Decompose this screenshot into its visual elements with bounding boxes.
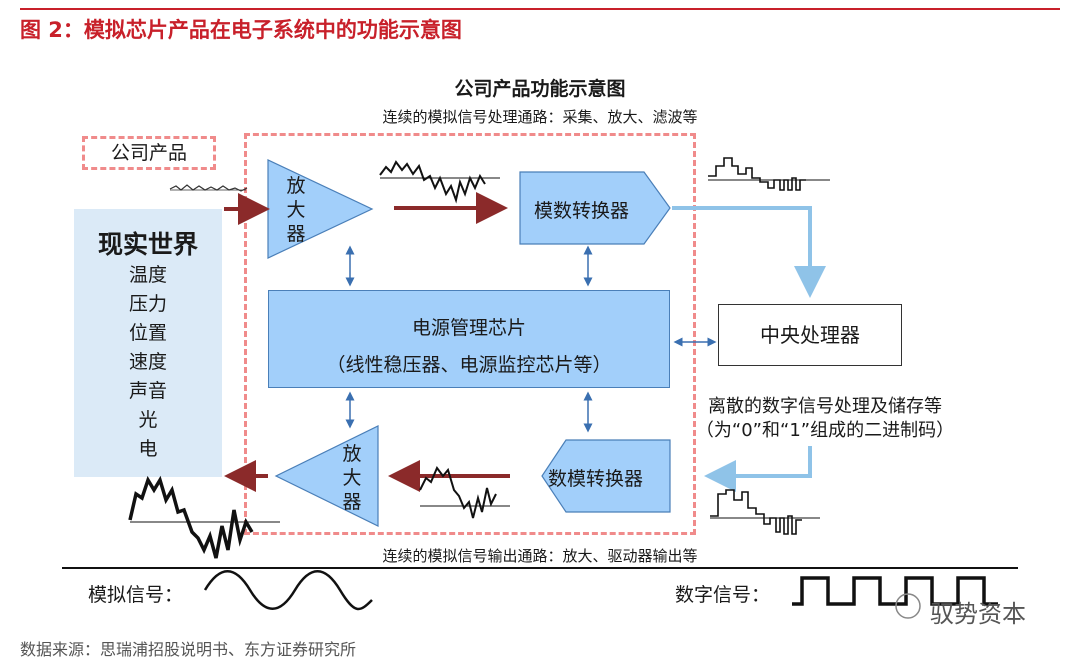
cpu-block: 中央处理器	[718, 304, 902, 366]
top-rule	[20, 8, 1060, 10]
legend-digital-label: 数字信号：	[675, 584, 771, 606]
amp-char: 放	[286, 175, 306, 197]
dac-block	[541, 439, 671, 513]
dac-label: 数模转换器	[548, 468, 644, 490]
company-product-label: 公司产品	[82, 136, 216, 170]
amp-char: 放	[342, 443, 362, 465]
weak-analog-signal	[169, 184, 248, 192]
amp-char: 器	[342, 491, 362, 513]
input-amplifier-label: 放 大 器	[284, 174, 308, 246]
amp-char: 大	[342, 467, 362, 489]
arrow-cpu-to-dac	[704, 446, 812, 492]
power-chip-title: 电源管理芯片	[411, 317, 526, 339]
adc-label: 模数转换器	[534, 200, 630, 222]
legend-analog-wave	[203, 570, 373, 611]
digital-processing-note: 离散的数字信号处理及储存等	[708, 396, 942, 417]
binary-code-note: （为“0”和“1”组成的二进制码）	[695, 420, 955, 441]
real-world-item: 温度	[128, 264, 167, 286]
top-path-note: 连续的模拟信号处理通路：采集、放大、滤波等	[382, 108, 698, 126]
real-world-panel: 现实世界 温度 压力 位置 速度 声音 光 电	[74, 209, 222, 477]
output-amplifier-label: 放 大 器	[340, 442, 364, 514]
output-analog-signal	[128, 475, 254, 559]
dac-analog-signal	[419, 466, 497, 519]
legend-analog-label: 模拟信号：	[88, 584, 184, 606]
company-product-region	[244, 133, 696, 535]
adc-block	[519, 171, 671, 245]
real-world-item: 光	[138, 409, 158, 431]
digital-signal-top	[708, 157, 806, 191]
power-management-chip: 电源管理芯片 （线性稳压器、电源监控芯片等）	[268, 290, 670, 388]
wechat-icon	[895, 593, 921, 619]
real-world-item: 声音	[128, 380, 167, 402]
real-world-item: 速度	[128, 351, 167, 373]
watermark: 驭势资本	[930, 600, 1026, 628]
diagram-title: 公司产品功能示意图	[454, 78, 626, 100]
amp-char: 器	[286, 223, 306, 245]
digital-signal-bottom	[710, 489, 802, 535]
arrow-adc-to-cpu	[672, 206, 826, 298]
bottom-path-note: 连续的模拟信号输出通路：放大、驱动器输出等	[382, 547, 698, 565]
output-amplifier	[274, 425, 379, 527]
amp-char: 大	[286, 199, 306, 221]
figure-title: 图 2：模拟芯片产品在电子系统中的功能示意图	[20, 18, 462, 42]
legend-digital-wave	[792, 576, 998, 606]
source-note: 数据来源：思瑞浦招股说明书、东方证券研究所	[20, 640, 357, 659]
real-world-item: 位置	[128, 322, 167, 344]
real-world-item: 电	[138, 438, 158, 460]
amplified-analog-signal	[379, 160, 486, 204]
real-world-item: 压力	[128, 293, 167, 315]
real-world-title: 现实世界	[97, 230, 198, 259]
power-chip-subtitle: （线性稳压器、电源监控芯片等）	[326, 354, 612, 376]
